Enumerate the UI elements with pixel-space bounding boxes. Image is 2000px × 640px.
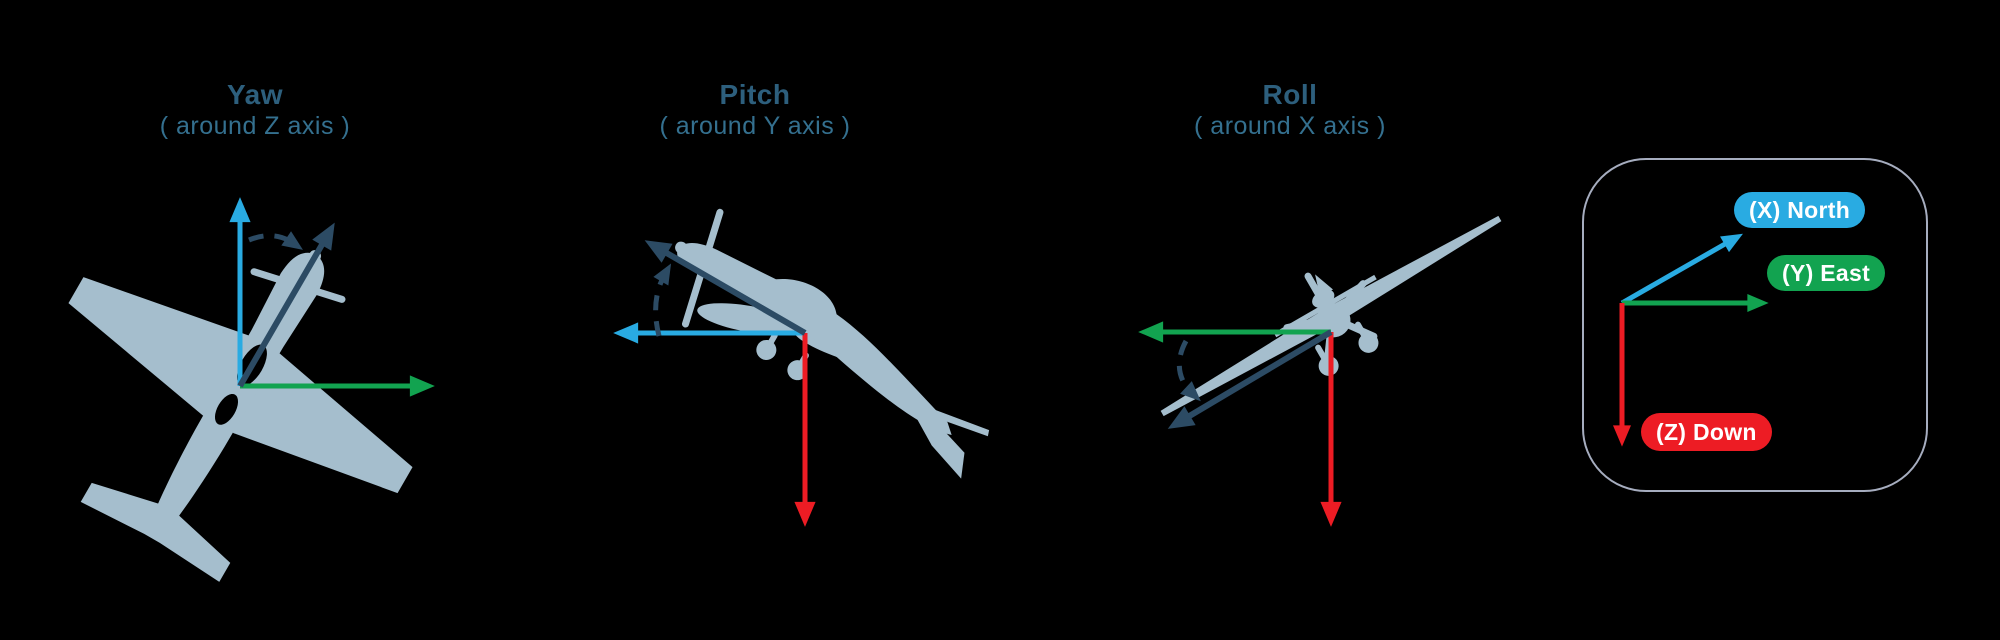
legend-box [1582, 158, 1928, 492]
roll-panel-title: Roll ( around X axis ) [1110, 78, 1470, 142]
yaw-rotation-dashed-arc [248, 231, 303, 250]
legend-x-north-arrow [1620, 233, 1743, 306]
legend-z-down-badge: (Z) Down [1641, 413, 1772, 451]
pitch-nose-up-axis-arrow [644, 240, 807, 336]
pitch-rotation-dashed-arc [653, 263, 672, 337]
pitch-airplane-side-view-icon [675, 208, 990, 479]
legend-axes [1612, 233, 1769, 447]
roll-title-text: Roll [1262, 79, 1318, 110]
yaw-title-text: Yaw [227, 79, 283, 110]
yaw-panel-title: Yaw ( around Z axis ) [75, 78, 435, 142]
legend-y-east-badge: (Y) East [1767, 255, 1886, 291]
pitch-panel-title: Pitch ( around Y axis ) [575, 78, 935, 142]
roll-subtitle-text: ( around X axis ) [1194, 112, 1386, 140]
roll-wing-axis-arrow [1167, 329, 1333, 429]
roll-rotation-dashed-arc [1176, 339, 1201, 402]
roll-panel [1138, 215, 1502, 527]
pitch-subtitle-text: ( around Y axis ) [659, 112, 851, 140]
yaw-panel [68, 197, 435, 582]
pitch-panel [613, 208, 990, 527]
legend-x-north-badge: (X) North [1734, 192, 1866, 228]
pitch-title-text: Pitch [719, 79, 791, 110]
yaw-heading-axis-arrow [237, 222, 335, 388]
yaw-subtitle-text: ( around Z axis ) [159, 112, 351, 140]
